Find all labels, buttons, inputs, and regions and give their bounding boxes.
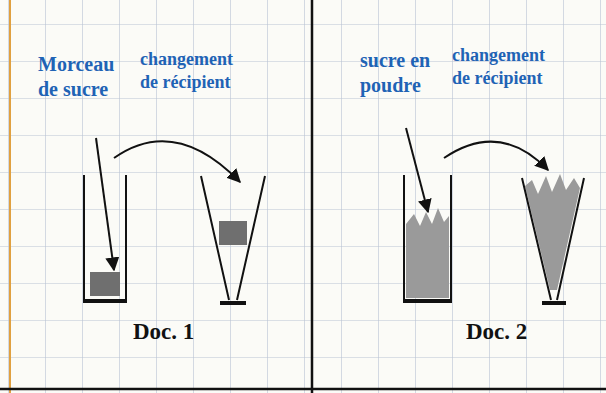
transfer-label: changement de récipient: [452, 44, 556, 89]
leader-line: [96, 138, 114, 270]
powder-label: sucre en poudre: [360, 48, 440, 98]
sugar-cube: [90, 272, 120, 296]
leader-line: [406, 128, 428, 212]
powder-sugar: [406, 208, 449, 298]
transfer-arrow: [114, 141, 240, 182]
transfer-label: changement de récipient: [140, 48, 244, 93]
sugar-cube-label: Morceau de sucre: [38, 52, 130, 102]
cone-vessel: [522, 174, 584, 303]
doc-number: Doc. 2: [466, 318, 556, 347]
beaker: [403, 175, 452, 301]
cone-vessel: [201, 176, 265, 303]
doc-number: Doc. 1: [133, 318, 223, 347]
sugar-cube: [219, 221, 247, 245]
transfer-arrow: [444, 142, 548, 170]
beaker: [83, 175, 127, 301]
